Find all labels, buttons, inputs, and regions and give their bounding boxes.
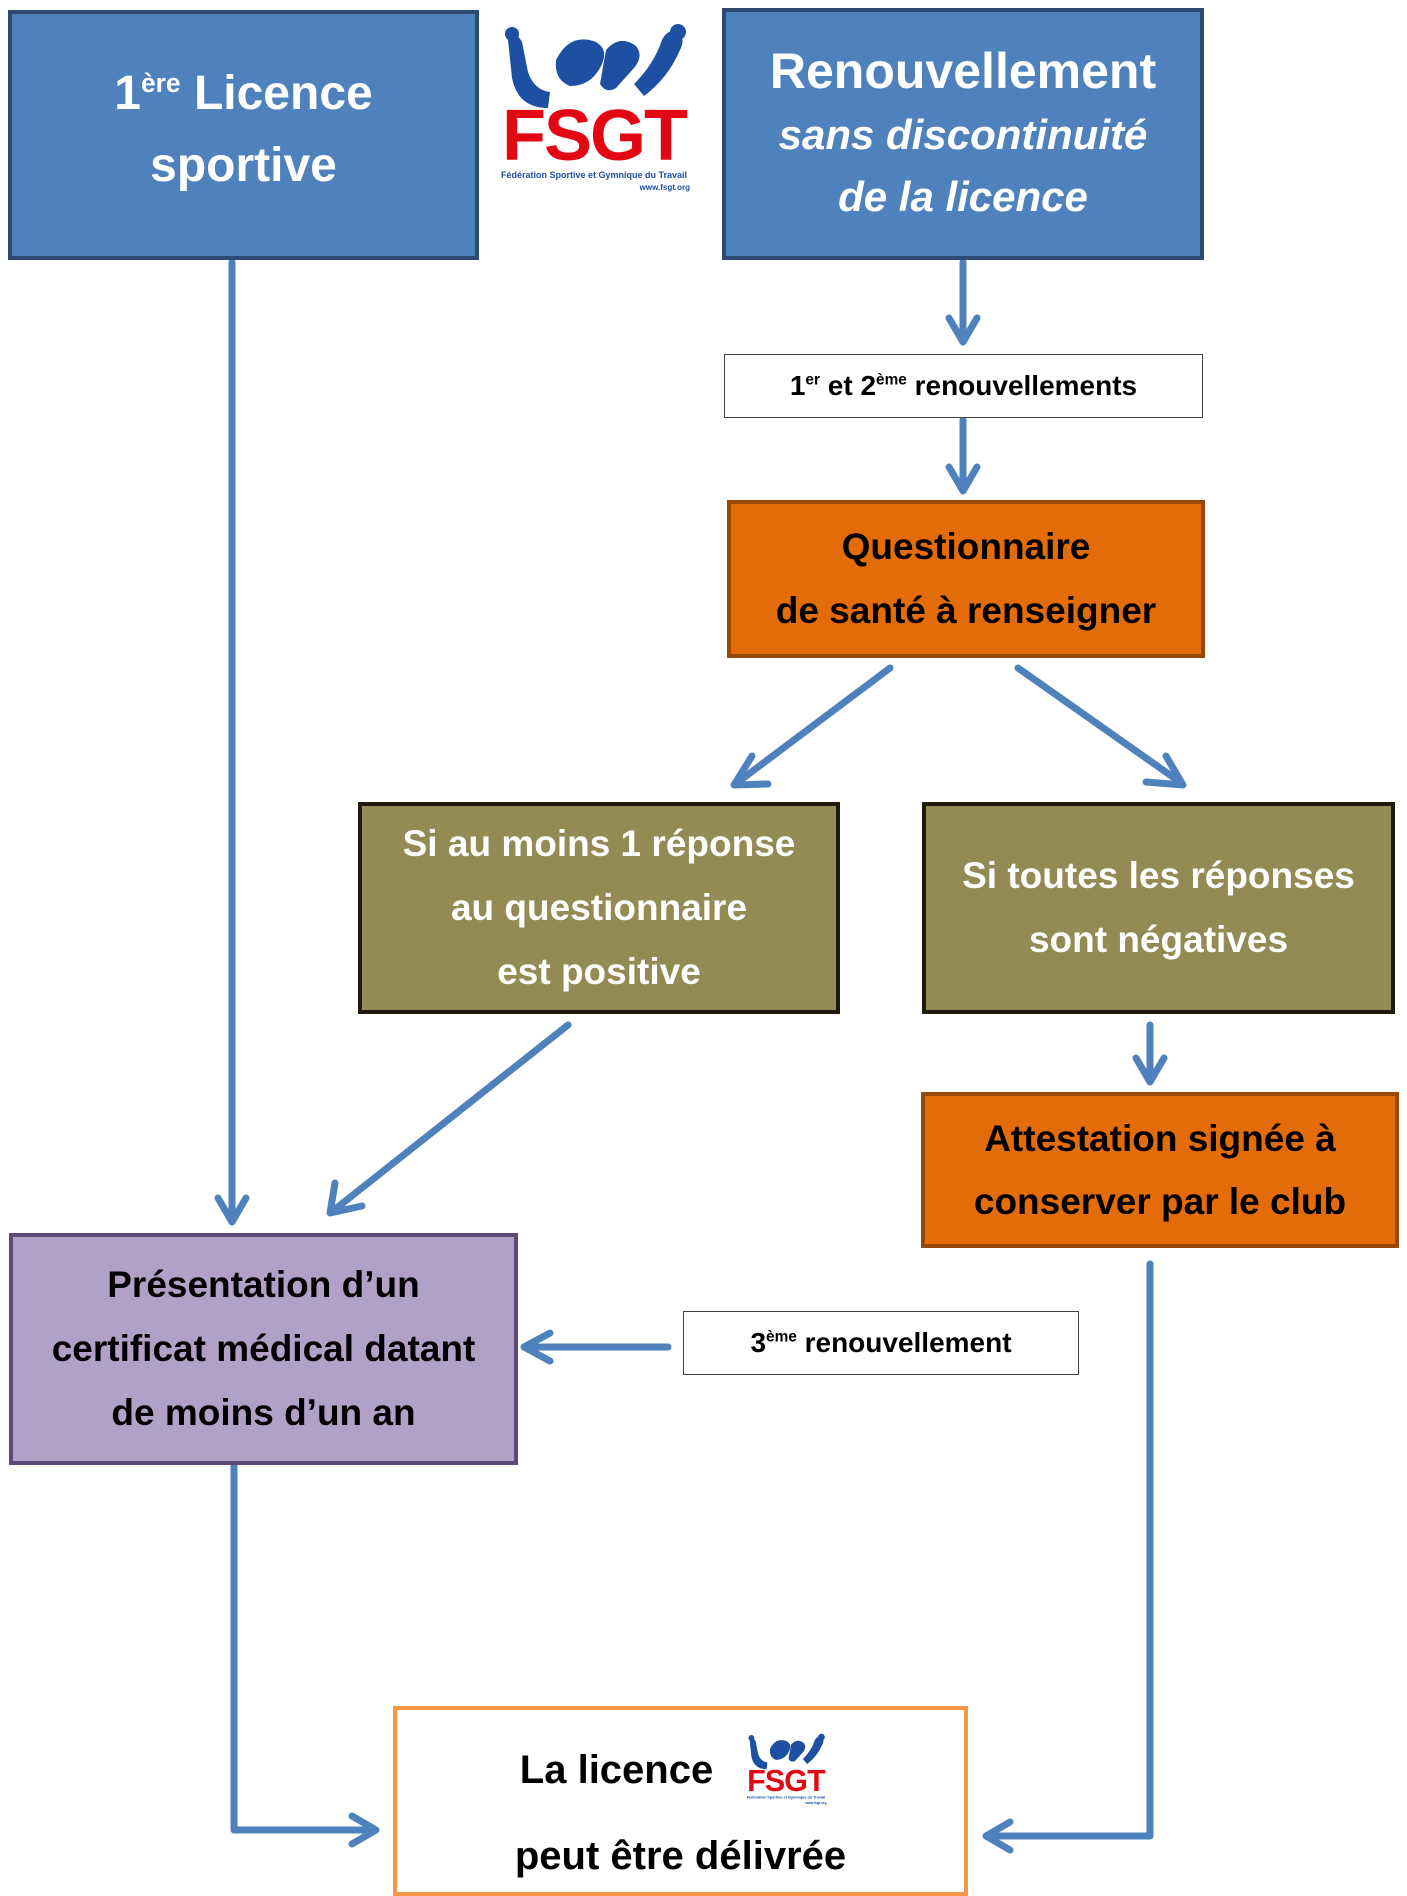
arrowhead bbox=[348, 1812, 380, 1848]
questionnaire-line2: de santé à renseigner bbox=[775, 590, 1157, 631]
attestation-line2: conserver par le club bbox=[973, 1181, 1347, 1222]
arrowhead bbox=[945, 463, 981, 495]
renewal-subtitle-2: de la licence bbox=[838, 173, 1088, 220]
fsgt-logo-icon: FSGT Fédération Sportive et Gymnique du … bbox=[501, 24, 690, 192]
arrowhead bbox=[982, 1818, 1014, 1854]
first-license-line2: sportive bbox=[150, 139, 337, 192]
attestation-box: Attestation signée à conserver par le cl… bbox=[921, 1092, 1399, 1248]
renewal-box: Renouvellement sans discontinuité de la … bbox=[722, 8, 1204, 260]
svg-text:FSGT: FSGT bbox=[502, 96, 688, 176]
arrowhead bbox=[214, 1194, 250, 1226]
fsgt-logo-small-icon: FSGT Fédération Sportive et Gymnique du … bbox=[747, 1733, 827, 1805]
svg-text:Fédération Sportive et Gymniqu: Fédération Sportive et Gymnique du Trava… bbox=[747, 1796, 826, 1800]
arrow-questionnaire-to-negative bbox=[1014, 664, 1184, 786]
certificate-line3: de moins d’un an bbox=[111, 1392, 416, 1433]
first-license-superscript: ère bbox=[140, 68, 181, 98]
positive-line3: est positive bbox=[497, 951, 701, 992]
attestation-line1: Attestation signée à bbox=[984, 1118, 1336, 1159]
arrowhead bbox=[520, 1329, 554, 1365]
final-line1: La licence FSGT Fédération Sportive et G… bbox=[520, 1732, 841, 1808]
positive-answer-box: Si au moins 1 réponse au questionnaire e… bbox=[358, 802, 840, 1014]
renewal-3-box: 3ème renouvellement bbox=[683, 1311, 1079, 1375]
negative-answers-box: Si toutes les réponses sont négatives bbox=[922, 802, 1395, 1014]
final-title: La licence bbox=[519, 1748, 714, 1792]
renewal-subtitle-1: sans discontinuité bbox=[778, 111, 1148, 158]
renewal-3-label: 3ème renouvellement bbox=[750, 1327, 1012, 1358]
first-license-number: 1 bbox=[114, 67, 141, 120]
arrowhead bbox=[730, 752, 772, 789]
arrow-positive-to-certificate bbox=[330, 1021, 572, 1214]
svg-text:www.fsgt.org: www.fsgt.org bbox=[639, 183, 690, 192]
first-license-box: 1ère Licence sportive bbox=[8, 10, 479, 260]
negative-line1: Si toutes les réponses bbox=[962, 855, 1355, 896]
fsgt-logo-top: FSGT Fédération Sportive et Gymnique du … bbox=[494, 20, 694, 200]
final-line2: peut être délivrée bbox=[514, 1834, 847, 1878]
positive-line1: Si au moins 1 réponse bbox=[402, 823, 796, 864]
arrowhead bbox=[1142, 752, 1187, 789]
certificate-line1: Présentation d’un bbox=[107, 1264, 420, 1305]
first-license-line1: 1ère Licence bbox=[114, 58, 372, 130]
medical-certificate-box: Présentation d’un certificat médical dat… bbox=[9, 1233, 518, 1465]
arrowhead bbox=[1132, 1054, 1168, 1086]
questionnaire-box: Questionnaire de santé à renseigner bbox=[727, 500, 1205, 658]
arrow-attestation-to-final bbox=[984, 1260, 1154, 1840]
questionnaire-line1: Questionnaire bbox=[841, 526, 1091, 567]
arrowhead bbox=[945, 314, 981, 346]
renewals-1-2-label: 1er et 2ème renouvellements bbox=[789, 370, 1138, 401]
first-license-title: Licence bbox=[180, 67, 373, 120]
svg-text:Fédération Sportive et Gymniqu: Fédération Sportive et Gymnique du Trava… bbox=[501, 170, 687, 180]
negative-line2: sont négatives bbox=[1028, 919, 1289, 960]
arrowhead bbox=[326, 1179, 366, 1217]
renewals-1-2-box: 1er et 2ème renouvellements bbox=[724, 354, 1203, 418]
certificate-line2: certificat médical datant bbox=[51, 1328, 476, 1369]
arrow-certificate-to-final bbox=[230, 1462, 378, 1834]
svg-text:www.fsgt.org: www.fsgt.org bbox=[805, 1801, 827, 1805]
renewal-title: Renouvellement bbox=[769, 43, 1157, 99]
license-delivered-box: La licence FSGT Fédération Sportive et G… bbox=[393, 1706, 968, 1896]
positive-line2: au questionnaire bbox=[450, 887, 748, 928]
arrow-questionnaire-to-positive bbox=[734, 664, 894, 786]
svg-text:FSGT: FSGT bbox=[747, 1764, 826, 1798]
